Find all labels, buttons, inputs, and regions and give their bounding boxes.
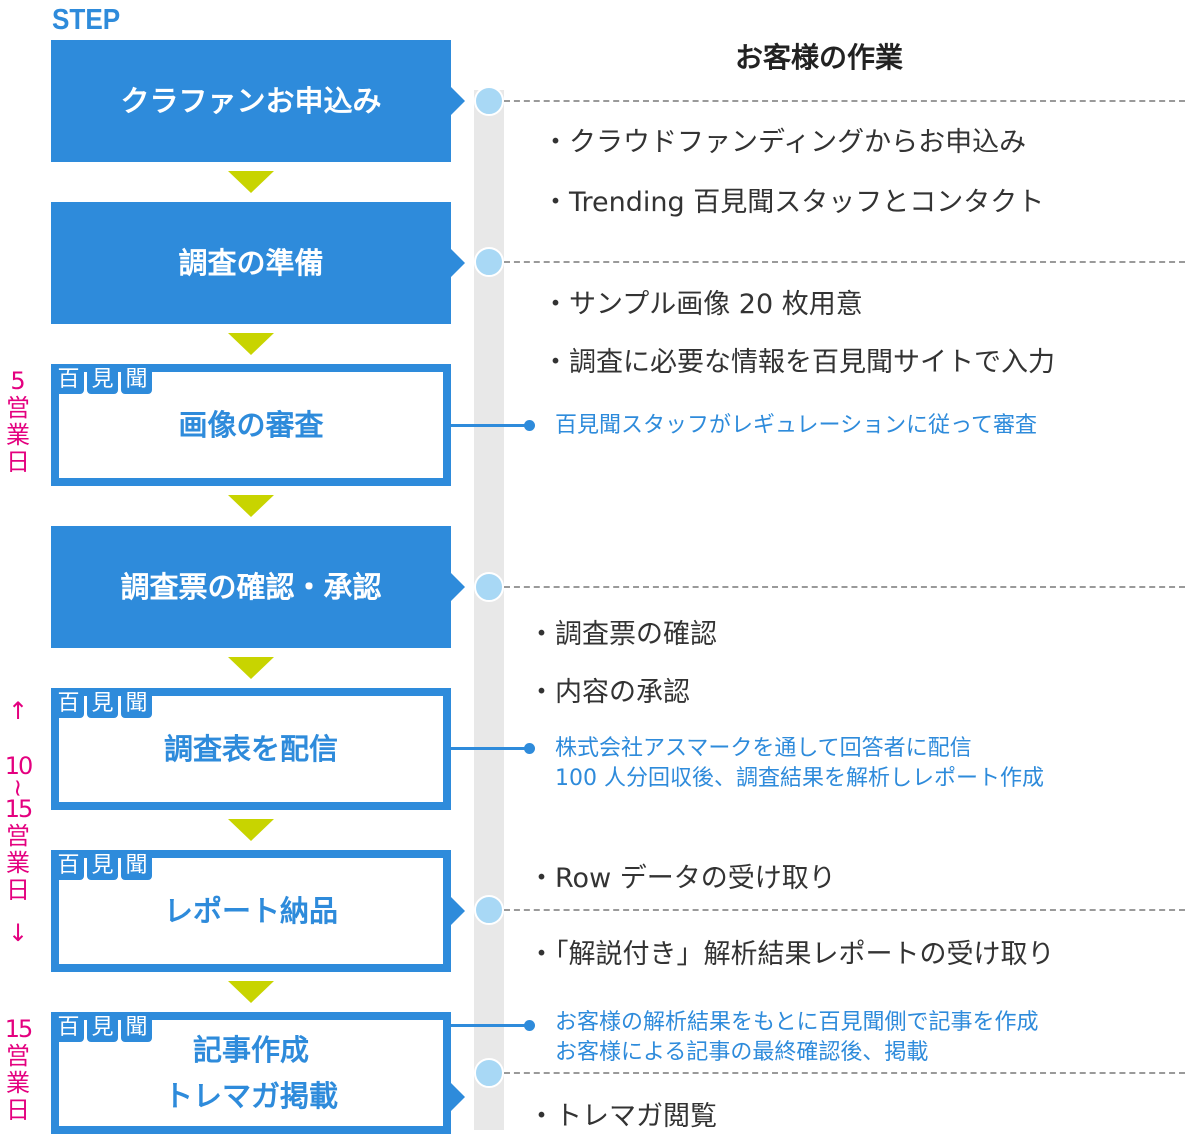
badge-char: 百 [53,690,84,718]
divider [504,1072,1185,1074]
down-arrow-icon [228,333,274,355]
duration-number: 15 [4,1015,34,1043]
down-arrow-icon [228,981,274,1003]
staff-note: 百見聞スタッフがレギュレーションに従って審査 [555,411,1037,441]
customer-task: ・Trending 百見聞スタッフとコンタクト [542,187,1045,218]
badge-char: 見 [87,852,118,880]
divider [504,586,1185,588]
badge-char: 聞 [121,852,152,880]
down-arrow-icon [228,819,274,841]
duration-number: 5 [10,367,26,395]
note-line: 株式会社アスマークを通して回答者に配信 [555,736,972,761]
customer-task: ・Row データの受け取り [528,863,836,894]
duration-char: 日 [6,876,30,904]
down-arrow-icon [228,171,274,193]
step-confirm: 調査票の確認・承認 [51,526,465,648]
badge-char: 見 [87,366,118,394]
pointer-icon [451,1083,465,1111]
duration-char: 営 [6,394,30,422]
step-label: STEP [52,4,121,36]
staff-note: 株式会社アスマークを通して回答者に配信 100 人分回収後、調査結果を解析しレポー… [555,734,1044,794]
step-article: 百見聞 記事作成トレマガ掲載 [51,1012,465,1134]
step-report: 百見聞 レポート納品 [51,850,465,972]
duration-10-15-days: ↑ 10 ~ 15 営業日 ↓ [4,697,34,947]
duration-number: 15 [4,795,34,823]
connector [451,743,535,754]
duration-number: 10 [4,752,34,780]
arrow-down-icon: ↓ [7,919,29,947]
badge-char: 百 [53,852,84,880]
staff-note: お客様の解析結果をもとに百見聞側で記事を作成お客様による記事の最終確認後、掲載 [555,1008,1039,1068]
note-line: 100 人分回収後、調査結果を解析しレポート作成 [555,766,1044,791]
tilde: ~ [4,777,32,799]
step-label: トレマガ掲載 [163,1079,338,1113]
duration-char: 営 [6,822,30,850]
divider [504,261,1185,263]
timeline-bar [474,90,504,1130]
timeline-marker [474,86,504,116]
timeline-marker [474,1058,504,1088]
step-label: 画像の審査 [178,408,324,442]
badge-char: 聞 [121,690,152,718]
customer-task: ・調査票の確認 [528,619,717,650]
connector [451,1020,535,1031]
badge-char: 見 [87,690,118,718]
duration-char: 日 [6,1096,30,1124]
hyakkenbun-badge: 百見聞 [53,366,152,394]
note-line: お客様による記事の最終確認後、掲載 [555,1040,929,1065]
hyakkenbun-badge: 百見聞 [53,1014,152,1042]
down-arrow-icon [228,495,274,517]
duration-15-days: 15 営業日 [4,1015,34,1124]
arrow-up-icon: ↑ [7,697,29,725]
customer-task: ・調査に必要な情報を百見聞サイトで入力 [542,347,1055,378]
badge-char: 百 [53,1014,84,1042]
duration-char: 業 [6,1069,30,1097]
badge-char: 聞 [121,1014,152,1042]
customer-task: ・トレマガ閲覧 [528,1101,717,1132]
customer-task: ・内容の承認 [528,677,690,708]
pointer-icon [451,573,465,601]
step-label: 調査の準備 [178,246,324,280]
step-prepare: 調査の準備 [51,202,465,324]
customer-task: ・クラウドファンディングからお申込み [542,127,1027,158]
duration-char: 業 [6,849,30,877]
step-distribute: 百見聞 調査表を配信 [51,688,451,810]
customer-task: ・「解説付き」解析結果レポートの受け取り [528,939,1055,970]
divider [504,909,1185,911]
timeline-marker [474,572,504,602]
note-line: 百見聞スタッフがレギュレーションに従って審査 [555,413,1038,438]
step-apply: クラファンお申込み [51,40,465,162]
down-arrow-icon [228,657,274,679]
step-label: 調査表を配信 [163,732,338,766]
hyakkenbun-badge: 百見聞 [53,690,152,718]
step-label: 調査票の確認・承認 [120,570,382,604]
step-label: 記事作成 [192,1033,309,1067]
duration-char: 日 [6,448,30,476]
pointer-icon [451,897,465,925]
note-line: お客様の解析結果をもとに百見聞側で記事を作成 [555,1010,1039,1035]
badge-char: 見 [87,1014,118,1042]
badge-char: 百 [53,366,84,394]
timeline-marker [474,895,504,925]
badge-char: 聞 [121,366,152,394]
pointer-icon [451,87,465,115]
hyakkenbun-badge: 百見聞 [53,852,152,880]
connector [451,420,535,431]
customer-task: ・サンプル画像 20 枚用意 [542,289,863,320]
duration-char: 業 [6,421,30,449]
customer-tasks-header: お客様の作業 [735,41,904,74]
pointer-icon [451,249,465,277]
step-image-review: 百見聞 画像の審査 [51,364,451,486]
duration-char: 営 [6,1042,30,1070]
step-label: クラファンお申込み [120,84,382,118]
duration-5-days: 5 営業日 [4,368,32,476]
step-label: レポート納品 [163,894,338,928]
divider [504,100,1185,102]
timeline-marker [474,247,504,277]
